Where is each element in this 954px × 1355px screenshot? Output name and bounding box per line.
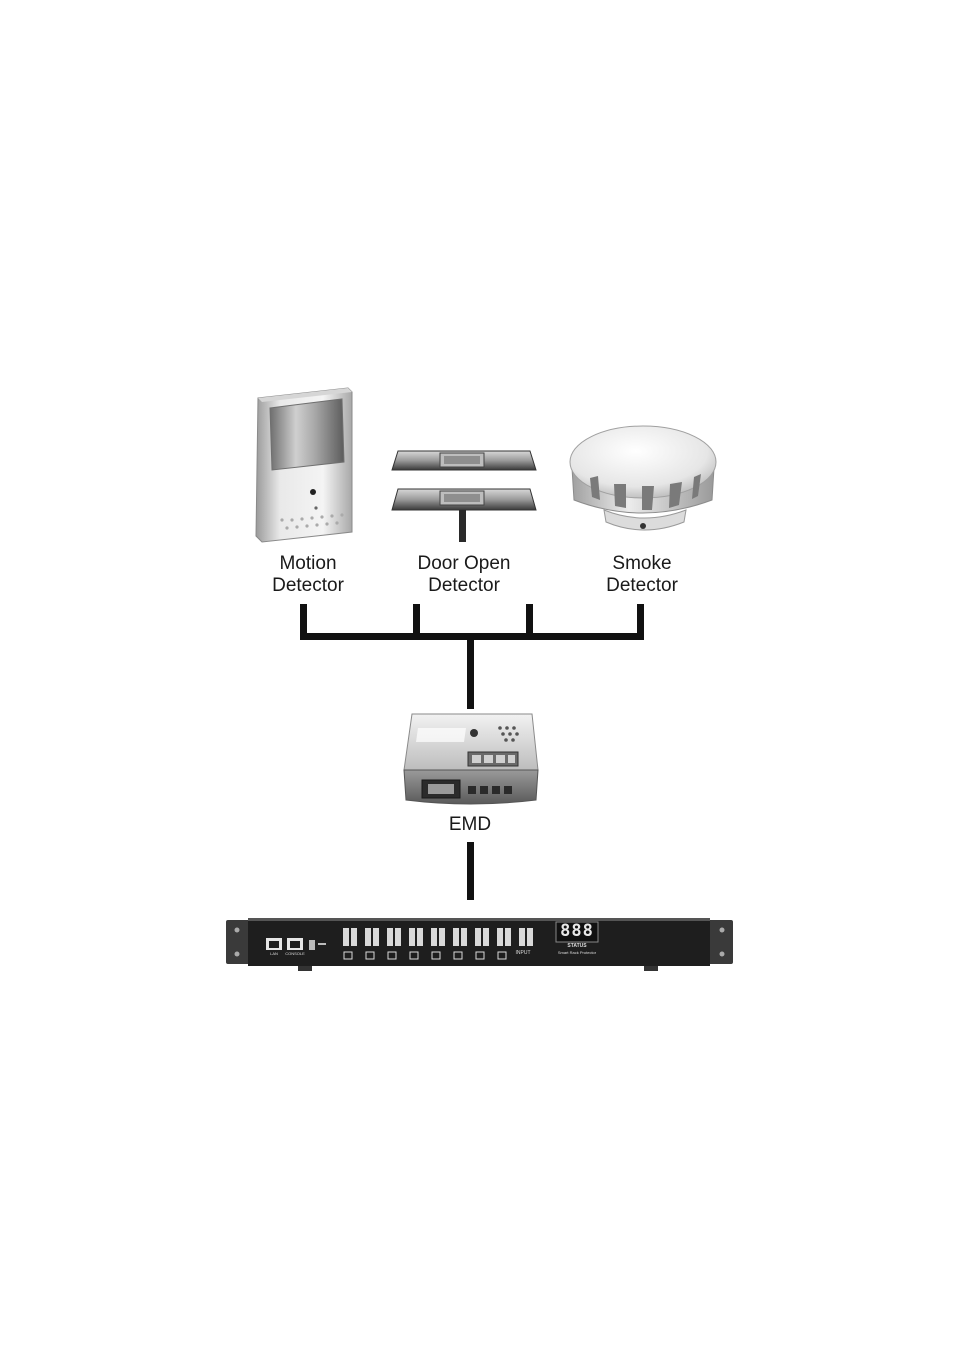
rack-console-label: CONSOLE bbox=[285, 951, 305, 956]
emd-label-text: EMD bbox=[448, 814, 492, 835]
rack-model-label: Smart Rack Protector bbox=[557, 950, 597, 955]
rack-unit-icon bbox=[226, 918, 733, 971]
motion-detector-icon bbox=[255, 387, 353, 543]
rack-input-terminal bbox=[497, 928, 511, 960]
rack-input-terminal bbox=[475, 928, 489, 960]
emd-label: EMD bbox=[420, 814, 520, 836]
motion-detector-label-line2: Detector bbox=[272, 575, 344, 596]
rack-input-terminal bbox=[431, 928, 445, 960]
motion-detector-label-line1: Motion bbox=[279, 553, 337, 574]
smoke-detector-icon bbox=[569, 425, 717, 531]
motion-detector-label: Motion Detector bbox=[248, 553, 368, 597]
rack-lan-label: LAN bbox=[270, 951, 278, 956]
smoke-detector-label: Smoke Detector bbox=[582, 553, 702, 597]
rack-input-terminal bbox=[365, 928, 379, 960]
rack-input-label: INPUT bbox=[515, 950, 531, 956]
rack-input-terminal bbox=[409, 928, 423, 960]
door-open-detector-icon bbox=[391, 450, 537, 542]
wiring bbox=[300, 604, 644, 900]
rack-led-display: 888 bbox=[560, 921, 594, 941]
rack-input-terminal bbox=[387, 928, 401, 960]
rack-input-terminal bbox=[343, 928, 357, 960]
emd-device-icon bbox=[403, 713, 539, 805]
door-open-detector-label-line1: Door Open bbox=[417, 553, 511, 574]
smoke-detector-label-line2: Detector bbox=[606, 575, 678, 596]
rack-input-terminal bbox=[519, 928, 533, 946]
rack-input-terminal bbox=[453, 928, 467, 960]
door-open-detector-label-line2: Detector bbox=[428, 575, 500, 596]
smoke-detector-label-line1: Smoke bbox=[612, 553, 672, 574]
rack-status-label: STATUS bbox=[567, 943, 587, 949]
door-open-detector-label: Door Open Detector bbox=[394, 553, 534, 597]
